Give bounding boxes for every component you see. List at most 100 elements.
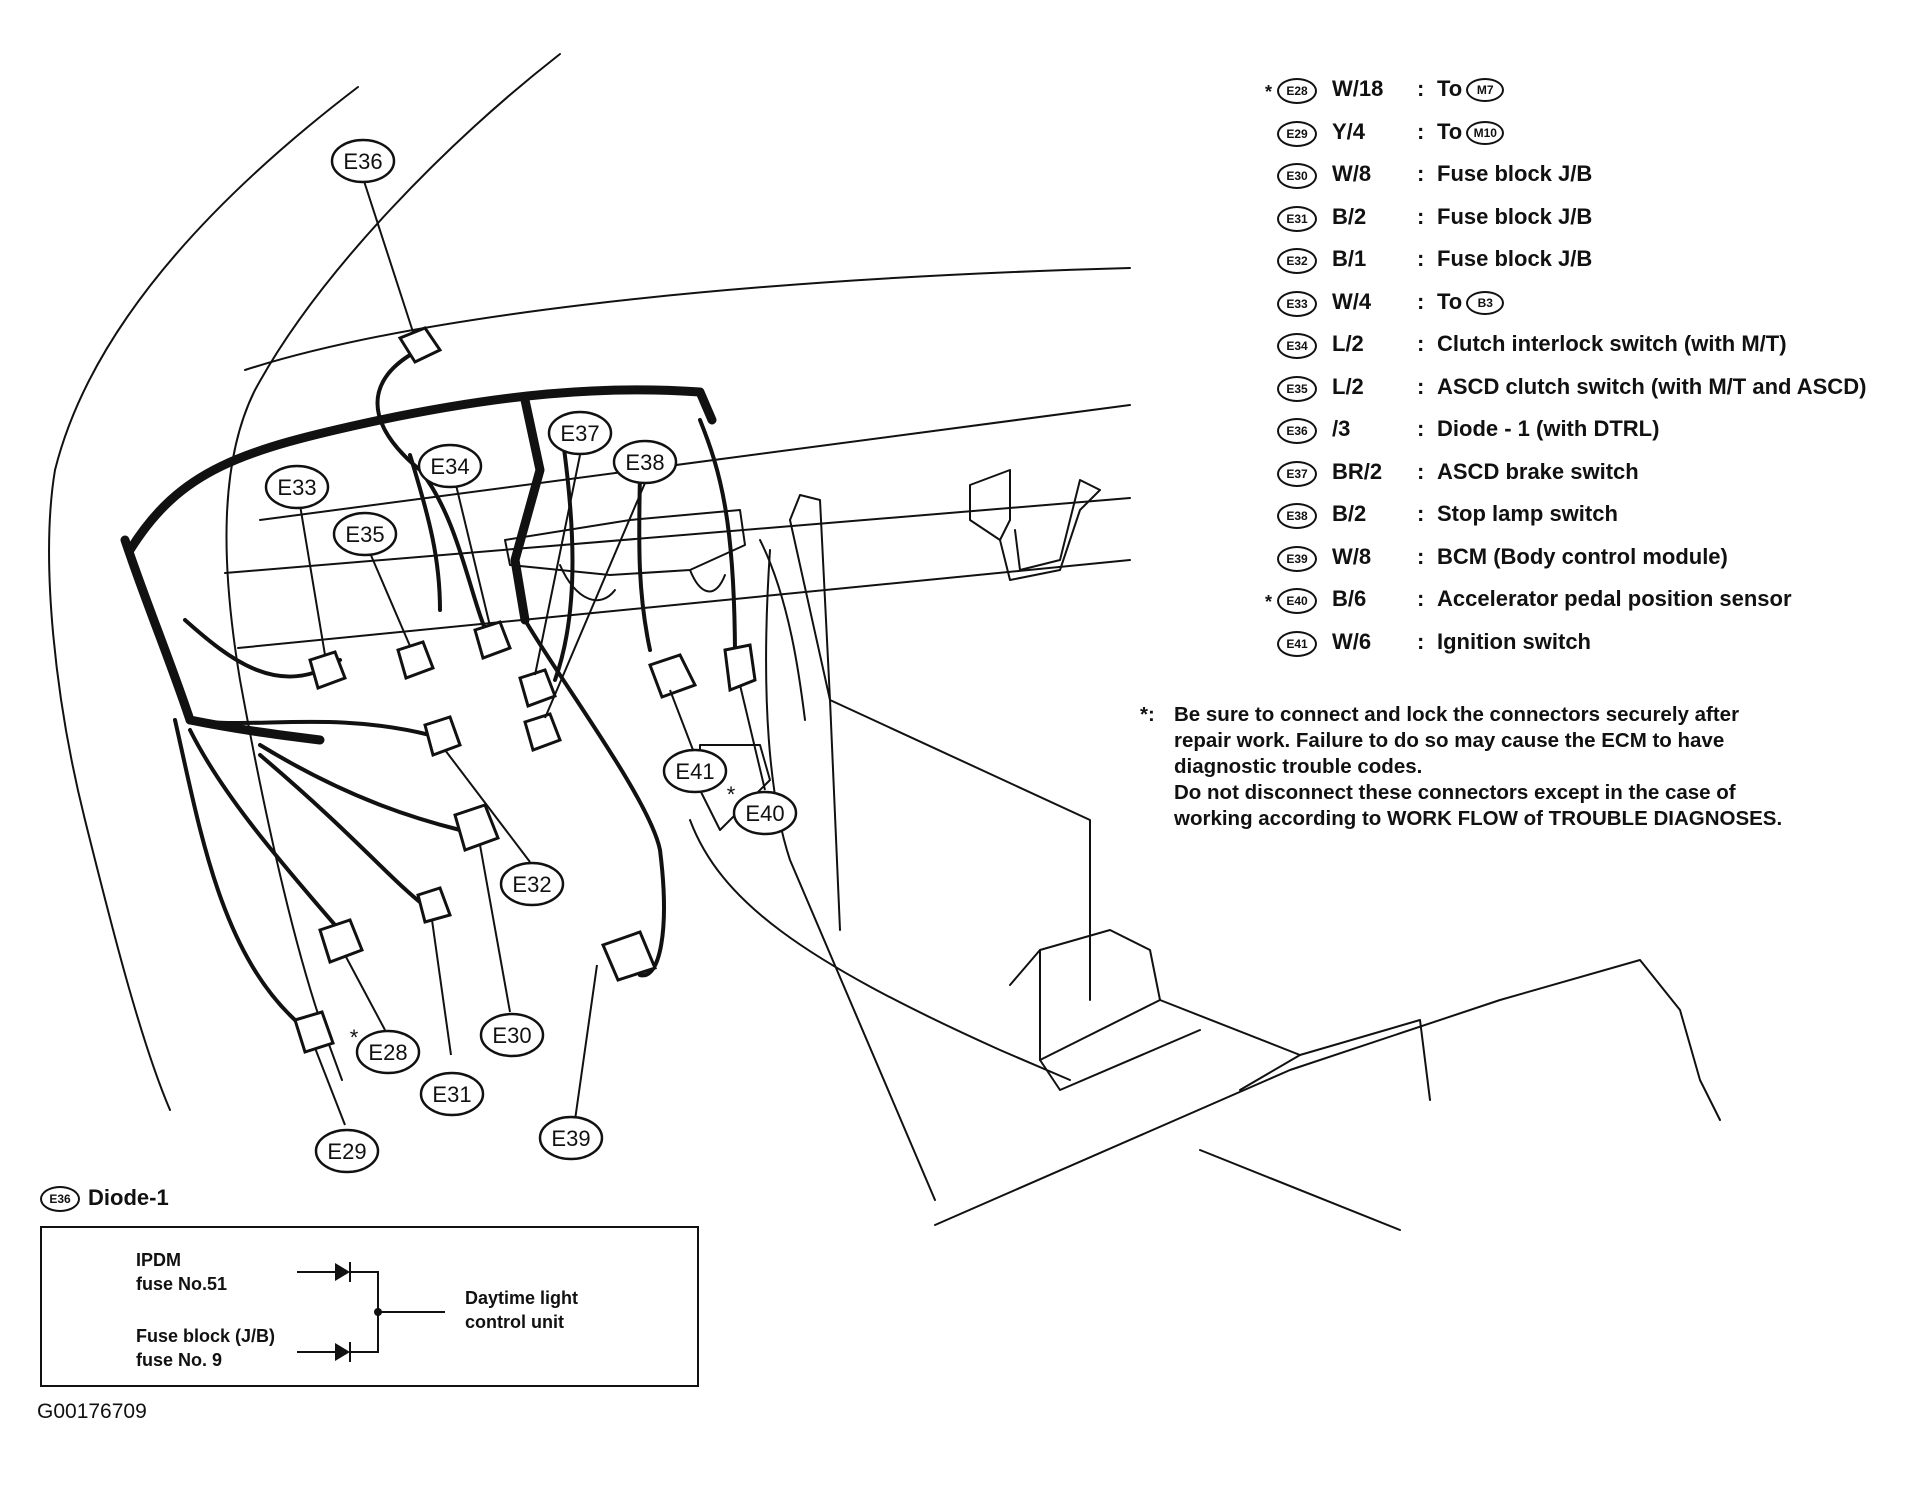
wire-code: B/6 xyxy=(1332,586,1367,611)
callout-label-e29: E29 xyxy=(327,1139,366,1164)
dest-badge: M10 xyxy=(1466,120,1505,145)
legend-row: * E40 B/6 : Accelerator pedal position s… xyxy=(1265,584,1905,627)
console-outline xyxy=(789,519,1091,1001)
callout-label-e33: E33 xyxy=(277,475,316,500)
branch-wire xyxy=(173,718,297,1022)
legend-colon: : xyxy=(1417,543,1425,569)
floor-outline xyxy=(1199,1149,1401,1231)
callout-e36 xyxy=(330,138,396,184)
legend-destination: Ignition switch xyxy=(1437,628,1591,654)
dash-line xyxy=(237,559,1131,649)
connector-e29 xyxy=(293,1010,335,1054)
figure-id: G00176709 xyxy=(37,1400,147,1423)
wire-code: W/6 xyxy=(1332,628,1372,654)
branch-wire xyxy=(553,418,575,682)
note-line: Be sure to connect and lock the connecto… xyxy=(1174,703,1740,726)
legend-colon: : xyxy=(1417,288,1425,314)
diode-symbol-1 xyxy=(335,1263,350,1281)
callout-label-e34: E34 xyxy=(430,454,469,479)
wire-code: W/4 xyxy=(1332,288,1372,314)
legend-row: E35 L/2 : ASCD clutch switch (with M/T a… xyxy=(1265,372,1905,415)
legend-destination: BCM (Body control module) xyxy=(1437,543,1728,569)
branch-wire xyxy=(188,728,337,927)
legend-row: E36 /3 : Diode - 1 (with DTRL) xyxy=(1265,414,1905,457)
leader-line xyxy=(544,482,646,719)
pillar xyxy=(789,494,841,931)
output-daytime-light-label: Daytime light control unit xyxy=(465,1288,579,1332)
leader-line xyxy=(739,684,766,791)
callout-e28 xyxy=(355,1029,421,1075)
callout-e32 xyxy=(499,861,565,907)
note-star: *: xyxy=(1140,703,1155,726)
dest-badge: B3 xyxy=(1466,290,1505,315)
console-outline xyxy=(765,549,936,1201)
floor-outline xyxy=(1159,999,1301,1091)
wire-code: B/1 xyxy=(1332,246,1367,271)
junction-dot xyxy=(374,1308,382,1316)
leader-line xyxy=(479,844,511,1013)
connector-badge: E38 xyxy=(1277,503,1317,529)
leader-line xyxy=(574,964,598,1121)
callout-e37 xyxy=(547,410,613,456)
legend-destination: ASCD brake switch xyxy=(1437,458,1639,484)
legend-colon: : xyxy=(1417,246,1425,271)
leader-line xyxy=(362,177,414,333)
callout-label-e32: E32 xyxy=(512,872,551,897)
connector-e35 xyxy=(396,640,435,680)
callout-label-e35: E35 xyxy=(345,522,384,547)
legend-colon: : xyxy=(1417,373,1425,399)
pedal-bracket xyxy=(969,469,1011,541)
legend-destination: Fuse block J/B xyxy=(1437,161,1593,186)
branch-wire xyxy=(258,753,432,912)
branch-wire xyxy=(188,718,432,737)
wire-code: L/2 xyxy=(1332,331,1364,356)
connector-e28 xyxy=(318,918,364,964)
callout-label-e41: E41 xyxy=(675,759,714,784)
legend-row: E38 B/2 : Stop lamp switch xyxy=(1265,499,1905,542)
leader-line xyxy=(444,749,531,863)
leader-line xyxy=(669,689,694,751)
body-outline xyxy=(244,267,1131,371)
connector-e38 xyxy=(523,712,562,752)
branch-wire xyxy=(523,618,666,978)
caution-note: *: Be sure to connect and lock the conne… xyxy=(1140,702,1900,832)
legend-row: E34 L/2 : Clutch interlock switch (with … xyxy=(1265,329,1905,372)
wire-code: B/2 xyxy=(1332,501,1367,526)
legend-destination: Diode - 1 (with DTRL) xyxy=(1437,416,1660,441)
connector-badge: E28 xyxy=(1277,78,1317,104)
leader-line xyxy=(314,1047,346,1126)
legend-destination: Accelerator pedal position sensor xyxy=(1437,586,1792,611)
source-fuse-block-label: Fuse block (J/B) fuse No. 9 xyxy=(136,1326,276,1370)
pillar xyxy=(759,539,806,721)
leader-line xyxy=(299,504,326,656)
note-line: diagnostic trouble codes. xyxy=(1174,755,1423,778)
connector-badge: E39 xyxy=(1277,545,1317,572)
body-outline xyxy=(48,86,359,1111)
callout-label-e40: E40 xyxy=(745,801,784,826)
diode-schematic-box: IPDM fuse No.51 Fuse block (J/B) fuse No… xyxy=(40,1226,699,1387)
legend-colon: : xyxy=(1417,203,1425,229)
legend-colon: : xyxy=(1417,628,1425,654)
legend-colon: : xyxy=(1417,161,1425,186)
branch-wire xyxy=(258,743,462,832)
wire-code: BR/2 xyxy=(1332,458,1383,484)
callout-e41 xyxy=(662,748,728,794)
connector-e33 xyxy=(308,650,347,690)
legend-star: * xyxy=(1265,82,1273,102)
legend-destination: Fuse block J/B xyxy=(1437,203,1593,229)
connector-e41 xyxy=(648,653,698,699)
callout-star-e28: * xyxy=(350,1025,359,1050)
legend-colon: : xyxy=(1417,458,1425,484)
dash-line xyxy=(224,497,1131,574)
legend-row: E39 W/8 : BCM (Body control module) xyxy=(1265,542,1905,585)
connector-badge: E34 xyxy=(1277,333,1317,359)
diode-badge: E36 xyxy=(40,1186,80,1212)
callout-e39 xyxy=(538,1115,604,1161)
connector-badge: E40 xyxy=(1277,588,1317,614)
leader-line xyxy=(534,454,581,676)
legend-colon: : xyxy=(1417,586,1425,611)
